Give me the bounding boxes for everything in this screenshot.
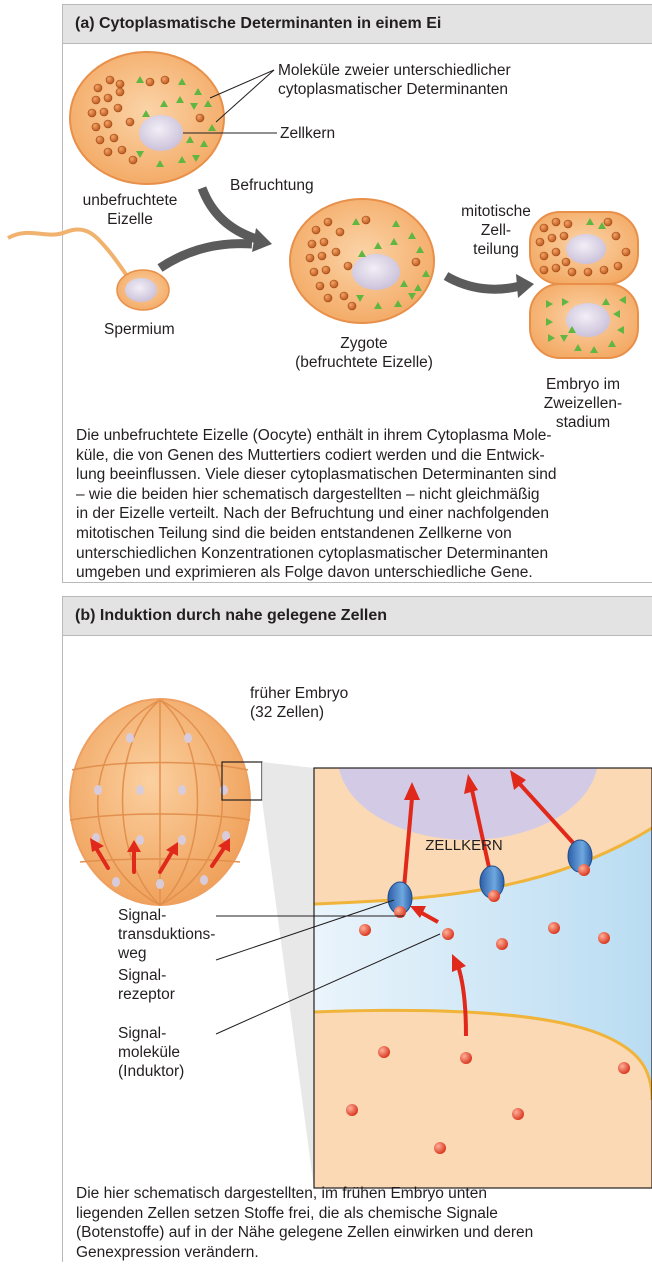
panel-b-caption: Die hier schematisch dargestellten, im f… — [76, 1184, 646, 1262]
label-nucleus-zoom: ZELLKERN — [394, 836, 534, 855]
label-signal-pathway: Signal- transduktions- weg — [118, 906, 215, 963]
early-embryo — [70, 699, 262, 905]
nucleus-zoom — [338, 676, 598, 840]
label-signal-molecules: Signal- moleküle (Induktor) — [118, 1024, 184, 1081]
zoom-wedge — [262, 762, 314, 1188]
label-early-embryo: früher Embryo (32 Zellen) — [250, 684, 348, 722]
label-signal-receptor: Signal- rezeptor — [118, 966, 175, 1004]
